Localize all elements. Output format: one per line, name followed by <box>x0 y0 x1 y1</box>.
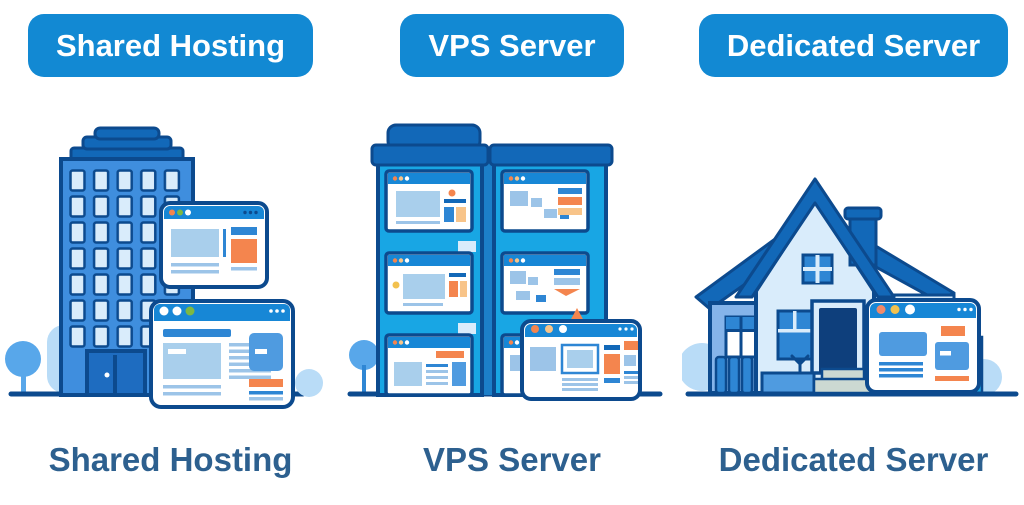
tree-icon <box>349 340 379 393</box>
titlebar-dots-icon <box>531 325 567 333</box>
vps-screen <box>384 251 474 315</box>
browser-window-large <box>148 299 295 409</box>
door-handle <box>104 372 109 378</box>
building-roof-cap <box>93 126 160 141</box>
tree-icon <box>4 341 41 377</box>
vps-screen <box>384 169 474 233</box>
titlebar-menu-dots-icon <box>268 309 285 313</box>
webpage-content <box>170 227 257 274</box>
shared-hosting-illustration <box>4 126 323 409</box>
door-divider <box>112 355 117 395</box>
tower-left-band <box>370 143 490 167</box>
browser-window <box>864 298 981 394</box>
column-shared-hosting: Shared Hosting <box>0 0 341 505</box>
porch-slab <box>760 371 815 395</box>
titlebar-menu-dots-icon <box>956 307 973 312</box>
vps-server-badge: VPS Server <box>400 14 624 77</box>
titlebar-dots-icon <box>876 304 915 315</box>
titlebar-dots-icon <box>159 306 194 316</box>
dedicated-server-caption: Dedicated Server <box>718 441 989 478</box>
titlebar-menu-dots-icon <box>618 327 634 331</box>
front-window <box>776 309 813 361</box>
front-door <box>809 299 866 375</box>
apartment-building <box>58 126 195 397</box>
column-vps-server: VPS Server <box>341 0 683 505</box>
webpage-content <box>878 326 969 381</box>
browser-titlebar <box>163 206 264 219</box>
plant-sprout-icon <box>790 354 809 375</box>
titlebar-menu-dots-icon <box>242 210 258 215</box>
browser-window-small <box>158 201 269 289</box>
tower-right-band <box>488 143 614 167</box>
shared-hosting-badge: Shared Hosting <box>27 14 314 77</box>
vps-screen <box>500 251 590 315</box>
front-steps <box>812 367 873 395</box>
vps-server-illustration <box>347 123 663 401</box>
vps-server-caption: VPS Server <box>423 441 601 478</box>
shared-hosting-caption: Shared Hosting <box>48 441 293 478</box>
bush-icon <box>294 369 323 397</box>
dedicated-server-badge: Dedicated Server <box>698 14 1009 77</box>
tree-trunk <box>20 365 26 393</box>
vent <box>458 241 476 252</box>
vps-screen <box>500 169 590 233</box>
column-dedicated-server: Dedicated Server <box>681 0 1024 505</box>
attic-window <box>801 253 833 285</box>
left-wing-window <box>724 315 757 359</box>
webpage-content <box>162 329 283 401</box>
house-gable-roof <box>734 177 895 299</box>
dedicated-server-illustration <box>681 177 1018 397</box>
titlebar-dots-icon <box>168 209 191 216</box>
webpage-content <box>530 341 638 391</box>
vent <box>458 323 476 334</box>
vps-screen <box>384 333 474 397</box>
browser-titlebar <box>525 324 637 337</box>
browser-window-foreground <box>520 319 642 401</box>
